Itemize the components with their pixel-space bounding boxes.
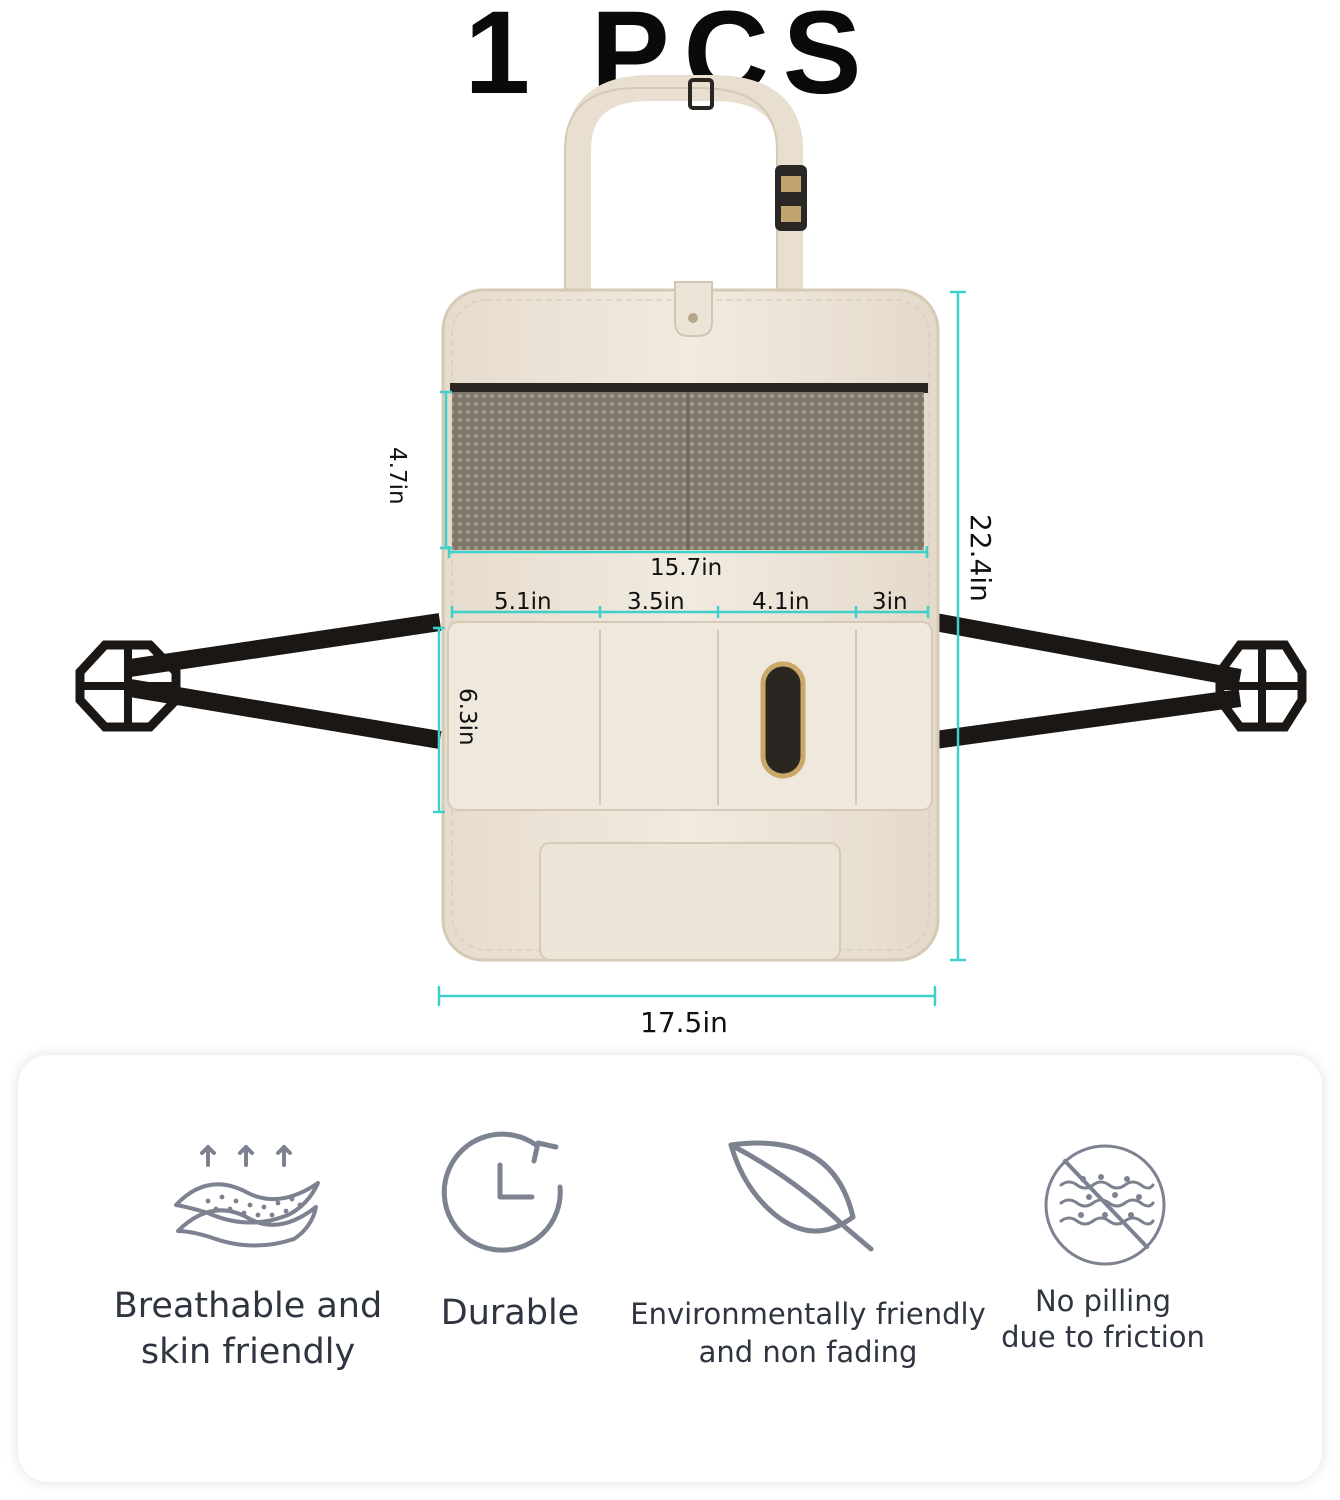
dim-total-width: 17.5in [640,1006,728,1039]
front-pocket-panel [447,621,933,811]
leaf-icon [728,1140,874,1252]
breathable-layers-icon [174,1145,320,1248]
strap-left-upper [128,613,442,677]
dim-pocket-width-total: 15.7in [650,555,723,581]
no-pilling-icon [1044,1144,1166,1266]
feature-label-no-pilling: No pilling due to friction [1001,1284,1205,1354]
tissue-opening [760,661,806,779]
strap-right-upper [933,613,1242,687]
features-panel: Breathable and skin friendly Durable Env… [18,1055,1322,1482]
dim-pocket-2: 3.5in [627,589,685,615]
feature-label-durable: Durable [440,1293,580,1333]
strap-left-lower [128,679,442,749]
feature-label-eco: Environmentally friendly and non fading [630,1297,986,1369]
dim-pocket-height: 6.3in [454,688,480,746]
hook-left [75,640,181,732]
dim-pocket-4: 3in [872,589,908,615]
headrest-strap [565,75,803,290]
dim-pocket-1: 5.1in [494,589,552,615]
hook-right [1215,640,1307,732]
lower-pocket [539,842,841,961]
top-tab [674,281,713,337]
dim-mesh-height: 4.7in [384,447,410,505]
strap-slider [688,78,714,110]
strap-right-lower [933,689,1242,749]
dim-total-height: 22.4in [964,514,997,602]
seat-organizer-image [75,75,1307,1006]
dim-pocket-3: 4.1in [752,589,810,615]
feature-label-breathable: Breathable and skin friendly [113,1286,383,1372]
durable-clock-icon [441,1131,563,1253]
